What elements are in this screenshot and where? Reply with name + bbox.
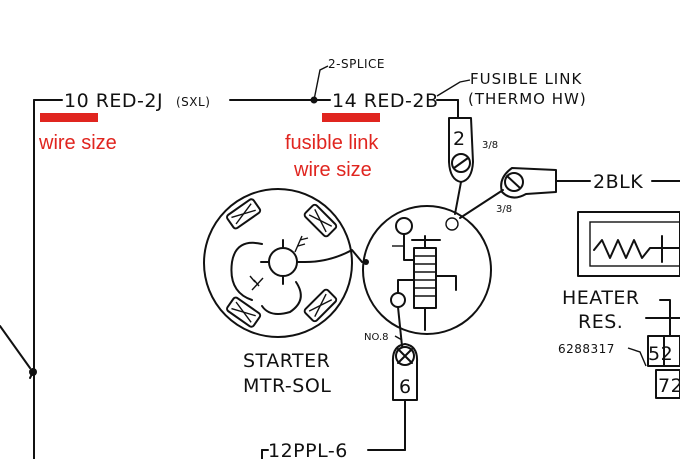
starter-label: STARTER [243, 350, 330, 372]
part-number: 6288317 [558, 342, 615, 356]
annotation-wire-size: wire size [38, 132, 117, 154]
main-wire [33, 99, 459, 460]
wire-size-marker [40, 113, 98, 122]
wire-blk-label: 2BLK [593, 171, 643, 193]
heater-resistor [577, 211, 680, 277]
wire-main-suffix: (SXL) [176, 95, 210, 109]
left-switch [0, 325, 37, 379]
box-52-label: 52 [648, 343, 673, 365]
box-72-label: 72 [658, 375, 680, 397]
starter-sublabel: MTR-SOL [243, 375, 331, 397]
part-leader [627, 347, 647, 367]
fusible-size-marker [322, 113, 380, 122]
starter-motor [203, 188, 363, 338]
no8-label: NO.8 [364, 332, 389, 343]
splice-point [310, 65, 329, 104]
connector-block [645, 299, 680, 399]
terminal-2-lug [448, 117, 474, 215]
starter-solenoid [362, 205, 492, 347]
wire-fusible-label: 14 RED-2B [332, 90, 439, 112]
wire-ppl-label: 12PPL-6 [268, 440, 348, 459]
splice-label: 2-SPLICE [328, 57, 385, 71]
fraction-lower: 3/8 [496, 204, 512, 215]
terminal-2-number: 2 [453, 128, 466, 150]
terminal-6-lug [261, 335, 419, 460]
heater-sublabel: RES. [578, 311, 623, 333]
annotation-fusible-link: fusible link [285, 132, 379, 154]
wire-main-label: 10 RED-2J [64, 90, 163, 112]
heater-label: HEATER [562, 287, 640, 309]
annotation-fusible-size: wire size [293, 159, 372, 181]
fraction-upper: 3/8 [482, 140, 498, 151]
fusible-link-sublabel: (THERMO HW) [468, 90, 587, 108]
blk-lug [459, 167, 591, 219]
fusible-link-label: FUSIBLE LINK [470, 70, 582, 88]
fusible-link-leader [436, 79, 471, 97]
terminal-6-number: 6 [399, 376, 412, 398]
